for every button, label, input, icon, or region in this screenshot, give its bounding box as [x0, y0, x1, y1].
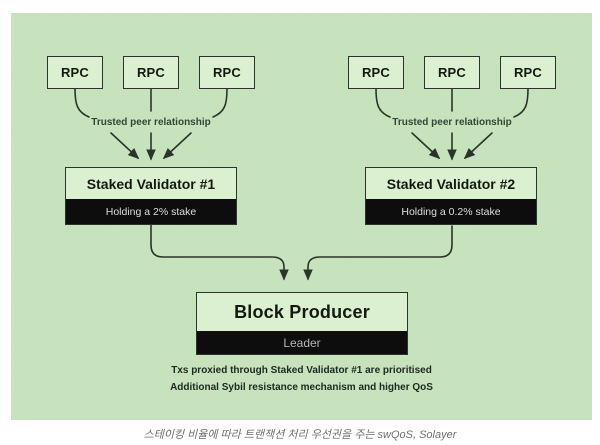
trusted-peer-label-left: Trusted peer relationship [91, 117, 211, 128]
leader-badge: Leader [197, 331, 407, 354]
left-converging-arrows [110, 132, 192, 161]
stake-badge: Holding a 2% stake [66, 199, 236, 224]
rpc-label: RPC [60, 65, 90, 80]
validator-title: Staked Validator #1 [86, 175, 216, 192]
stake-badge: Holding a 0.2% stake [366, 199, 536, 224]
rpc-node: RPC [47, 56, 103, 89]
block-producer-title: Block Producer [234, 301, 370, 322]
rpc-label: RPC [513, 65, 543, 80]
left-rpc-lead-lines [74, 88, 228, 118]
note-prioritised: Txs proxied through Staked Validator #1 … [171, 365, 432, 376]
block-producer: Block Producer Leader [196, 292, 408, 355]
rpc-label: RPC [361, 65, 391, 80]
rpc-label: RPC [212, 65, 242, 80]
note-sybil: Additional Sybil resistance mechanism an… [170, 382, 433, 393]
arrow-validator2-to-producer [303, 225, 453, 281]
rpc-label: RPC [437, 65, 467, 80]
trusted-peer-label-right: Trusted peer relationship [392, 117, 512, 128]
staked-validator-2: Staked Validator #2 Holding a 0.2% stake [365, 167, 537, 225]
right-converging-arrows [411, 132, 493, 161]
diagram-canvas: RPC RPC RPC RPC RPC RPC Trusted peer rel… [11, 13, 592, 420]
rpc-node: RPC [500, 56, 556, 89]
staked-validator-1: Staked Validator #1 Holding a 2% stake [65, 167, 237, 225]
rpc-node: RPC [424, 56, 480, 89]
rpc-label: RPC [136, 65, 166, 80]
validator-title: Staked Validator #2 [386, 175, 516, 192]
figure-caption: 스테이킹 비율에 따라 트랜잭션 처리 우선권을 주는 swQoS, Solay… [143, 429, 457, 441]
rpc-node: RPC [348, 56, 404, 89]
right-rpc-lead-lines [375, 88, 529, 118]
rpc-node: RPC [123, 56, 179, 89]
rpc-node: RPC [199, 56, 255, 89]
arrow-validator1-to-producer [150, 224, 289, 281]
